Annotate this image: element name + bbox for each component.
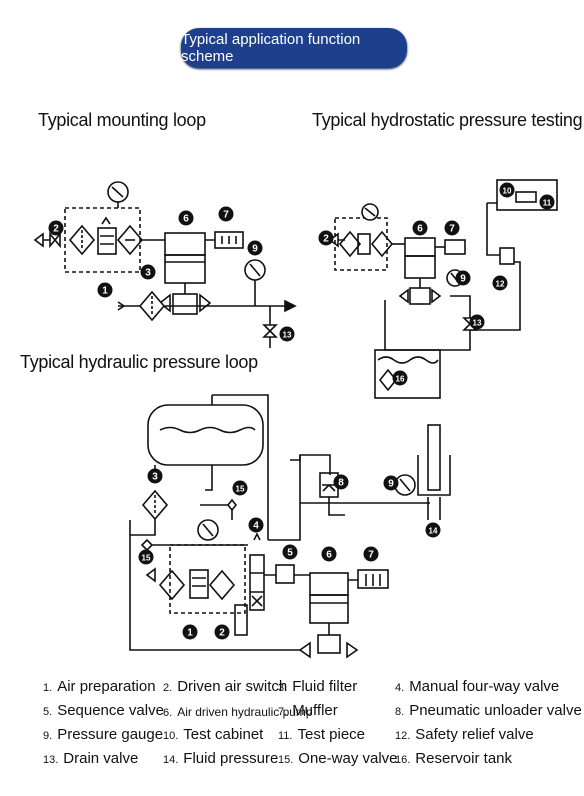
callout-marker-12	[492, 275, 508, 291]
hydraulic-loop-diagram	[129, 394, 451, 659]
callout-number: 7	[368, 550, 374, 561]
callout-number: 16	[396, 375, 405, 384]
sequence-valve-icon	[275, 564, 295, 584]
banner-title: Typical application function scheme	[181, 31, 361, 65]
callout-marker-15	[232, 480, 248, 496]
callout-marker-7	[363, 546, 379, 562]
callout-number: 2	[323, 234, 329, 245]
callout-number: 1	[102, 286, 108, 297]
callout-number: 12	[496, 280, 505, 289]
legend-item: 7.Muffler	[278, 702, 338, 719]
callout-number: 11	[543, 199, 552, 208]
legend-item: 6.Air driven hydraulic pump	[163, 705, 313, 719]
callout-number: 9	[460, 274, 466, 285]
callout-marker-2	[48, 220, 64, 236]
callout-marker-4	[248, 517, 264, 533]
callout-marker-1	[182, 624, 198, 640]
callout-number: 6	[417, 224, 423, 235]
legend-item: 9.Pressure gauge	[43, 726, 164, 743]
callout-marker-6	[178, 210, 194, 226]
callout-number: 15	[236, 485, 245, 494]
hydrostatic-testing-diagram	[328, 179, 558, 399]
callout-number: 8	[338, 478, 344, 489]
callout-number: 1	[187, 628, 193, 639]
callout-marker-8	[333, 474, 349, 490]
filter-diamond-icon	[68, 224, 96, 256]
callout-number: 7	[223, 210, 229, 221]
callout-marker-1	[97, 282, 113, 298]
callout-number: 6	[183, 214, 189, 225]
legend-item: 16.Reservoir tank	[395, 750, 512, 767]
callout-number: 3	[145, 268, 151, 279]
legend-item: 2.Driven air switch	[163, 678, 288, 695]
legend-item: 10.Test cabinet	[163, 726, 264, 743]
legend-item: 4.Manual four-way valve	[395, 678, 560, 695]
callout-number: 3	[152, 472, 158, 483]
manual-four-way-valve-icon	[249, 554, 265, 611]
mounting-loop-diagram	[33, 181, 297, 348]
callout-marker-11	[539, 194, 555, 210]
safety-relief-valve-icon	[499, 247, 515, 265]
fluid-pressure-cylinder-icon	[427, 424, 441, 491]
callout-number: 15	[142, 554, 151, 563]
callout-marker-14	[425, 522, 441, 538]
legend-item: 13.Drain valve	[43, 750, 139, 767]
callout-marker-9	[455, 270, 471, 286]
heading-hydrostatic-testing: Typical hydrostatic pressure testing	[312, 110, 583, 130]
test-cabinet-icon	[496, 179, 558, 211]
callout-marker-15	[138, 549, 154, 565]
test-piece-icon	[515, 191, 537, 203]
callout-number: 10	[503, 187, 512, 196]
callout-number: 9	[388, 479, 394, 490]
callout-marker-7	[218, 206, 234, 222]
legend-item: 5.Sequence valve	[43, 702, 164, 719]
legend-item: 14.Fluid pressure	[163, 750, 279, 767]
callout-marker-9	[383, 475, 399, 491]
callout-marker-16	[392, 370, 408, 386]
air-driven-pump-icon	[309, 572, 349, 596]
callout-marker-13	[469, 314, 485, 330]
legend-item: 1.Air preparation	[43, 678, 156, 695]
reservoir-icon	[147, 404, 264, 466]
callout-marker-10	[499, 182, 515, 198]
callout-number: 7	[449, 224, 455, 235]
callout-marker-3	[147, 468, 163, 484]
callout-marker-2	[318, 230, 334, 246]
callout-number: 5	[287, 548, 293, 559]
heading-hydraulic-loop: Typical hydraulic pressure loop	[20, 352, 258, 372]
fluid-filter-icon	[141, 489, 169, 521]
air-preparation-unit	[64, 207, 141, 273]
callout-number: 13	[283, 331, 292, 340]
callout-number: 13	[473, 319, 482, 328]
callout-marker-2	[214, 624, 230, 640]
callout-number: 14	[429, 527, 438, 536]
callout-number: 2	[53, 224, 59, 235]
callout-marker-6	[321, 546, 337, 562]
legend-item: 3.Fluid filter	[278, 678, 358, 695]
callout-marker-5	[282, 544, 298, 560]
callout-marker-7	[444, 220, 460, 236]
callout-marker-3	[140, 264, 156, 280]
legend-item: 12.Safety relief valve	[395, 726, 534, 743]
legend-item: 8.Pneumatic unloader valve	[395, 702, 582, 719]
legend-item: 15.One-way valve	[278, 750, 398, 767]
callout-number: 6	[326, 550, 332, 561]
callout-marker-6	[412, 220, 428, 236]
callout-marker-13	[279, 326, 295, 342]
hydraulic-pump-icon	[164, 232, 206, 256]
legend-item: 11.Test piece	[278, 726, 366, 743]
callout-number: 2	[219, 628, 225, 639]
heading-mounting-loop: Typical mounting loop	[38, 110, 206, 130]
callout-number: 9	[252, 244, 258, 255]
reservoir-tank-icon	[374, 349, 441, 399]
title-banner: Typical application function scheme	[181, 28, 407, 68]
callout-marker-9	[247, 240, 263, 256]
callout-number: 4	[253, 521, 259, 532]
